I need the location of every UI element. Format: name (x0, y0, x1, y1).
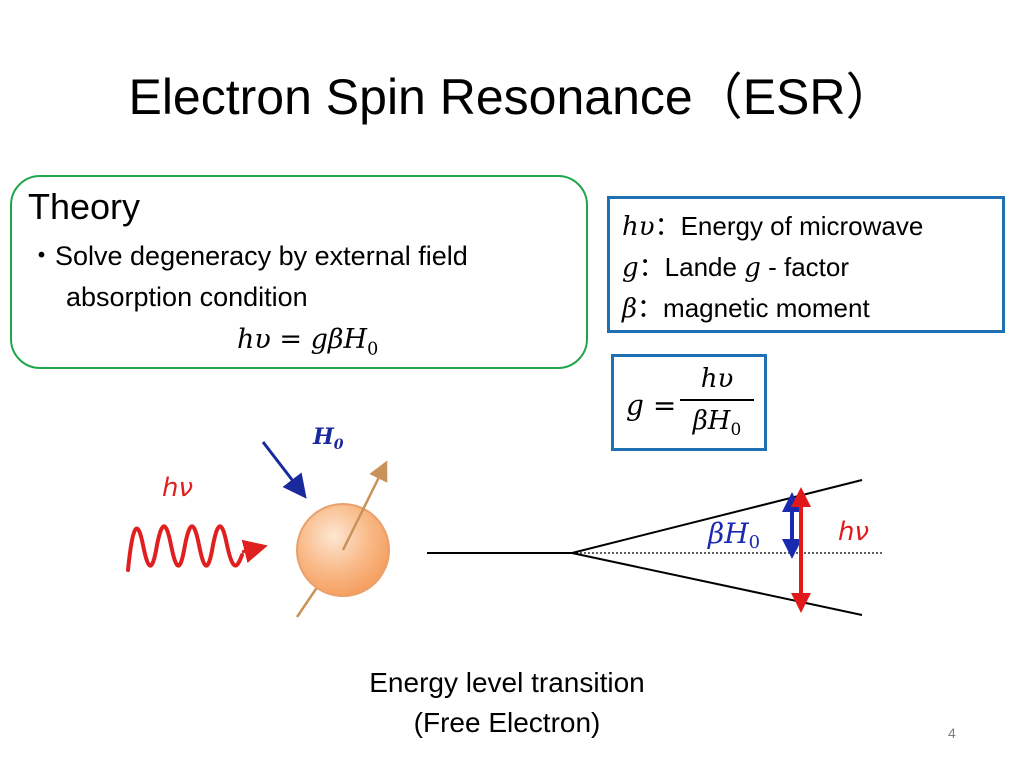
definitions-box: hυ：Energy of microwave g：Lande g - facto… (607, 196, 1005, 333)
definition-inline-symbol: g (744, 253, 761, 283)
definition-row-beta: β：magnetic moment (622, 291, 870, 326)
g-denominator-text: βH (692, 406, 731, 436)
definition-text: Lande (664, 252, 745, 282)
transition-label: hν (838, 517, 869, 547)
theory-box: Theory ・Solve degeneracy by external fie… (10, 175, 588, 369)
page-number: 4 (948, 725, 956, 741)
definition-row-hv: hυ：Energy of microwave (622, 209, 923, 244)
g-fraction: hυ βH0 (680, 361, 754, 447)
theory-bullet: ・Solve degeneracy by external field (28, 241, 468, 271)
equation-rhs: gβH (310, 324, 368, 355)
g-numerator: hυ (700, 364, 734, 394)
definition-separator: ： (637, 293, 664, 323)
field-label: H0 (312, 424, 344, 453)
equation-lhs: hυ (237, 324, 271, 355)
equation-equals: = (270, 324, 311, 355)
definition-separator: ： (654, 211, 681, 241)
caption-line-1: Energy level transition (369, 667, 645, 698)
definition-symbol: hυ (622, 212, 655, 242)
photon-label: hν (162, 473, 193, 503)
definition-row-g: g：Lande g - factor (622, 250, 849, 285)
equation-rhs-sub: 0 (367, 339, 379, 360)
definition-text: magnetic moment (663, 293, 870, 323)
definition-symbol: g (622, 253, 639, 283)
lower-level (571, 552, 863, 616)
g-equals: = (643, 389, 677, 422)
g-denominator-sub: 0 (730, 419, 742, 440)
photon-arrow (241, 539, 268, 564)
definition-symbol: β (622, 294, 638, 324)
definition-separator: ： (638, 252, 665, 282)
gap-label: βH0 (707, 517, 760, 553)
field-arrow (261, 441, 307, 499)
caption-line-2: (Free Electron) (413, 707, 601, 738)
spin-arrow (341, 460, 388, 551)
diagram-caption: Energy level transition (Free Electron) (300, 663, 714, 743)
g-formula-lhs: g = (626, 389, 676, 423)
definition-text: Energy of microwave (680, 211, 924, 241)
g-formula-box: g = hυ βH0 (611, 354, 767, 451)
absorption-condition-label: absorption condition (66, 282, 308, 312)
definition-text: - factor (760, 252, 849, 282)
upper-level (571, 479, 863, 554)
absorption-equation: hυ = gβH0 (237, 322, 378, 367)
photon-wave (126, 524, 244, 572)
fraction-bar (680, 399, 754, 401)
g-symbol: g (626, 389, 644, 422)
theory-heading: Theory (28, 186, 141, 227)
slide-title: Electron Spin Resonance（ESR） (128, 69, 896, 125)
g-denominator: βH0 (680, 403, 754, 447)
